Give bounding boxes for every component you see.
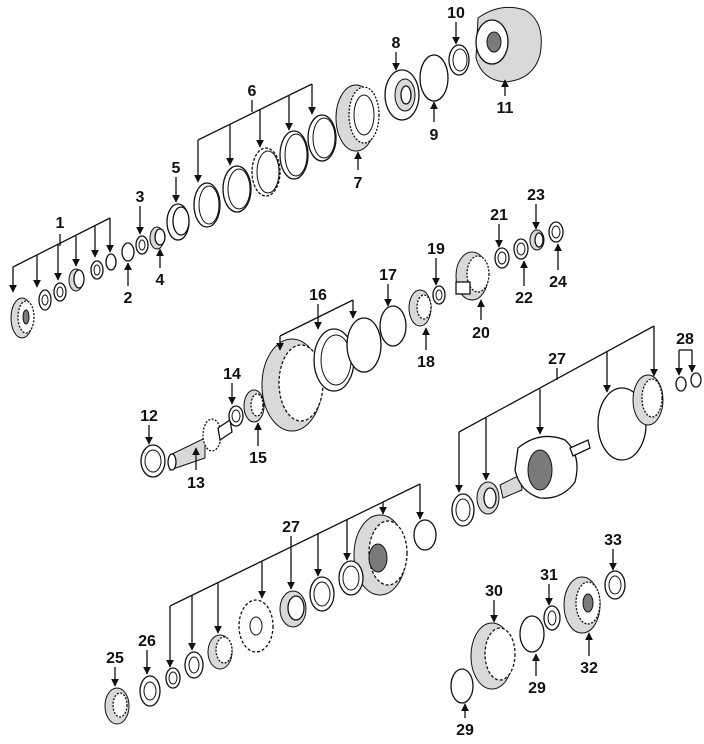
part-23-bearing (529, 229, 545, 251)
callout-26: 26 (138, 633, 156, 650)
callout-21: 21 (490, 207, 508, 224)
part-1-gear-set (10, 253, 117, 339)
part-11-housing (475, 6, 542, 83)
part-4-bearing (149, 226, 166, 250)
callout-19: 19 (427, 241, 445, 258)
callout-labels: 1 2 3 4 5 6 7 8 9 10 11 12 13 14 15 16 1… (56, 5, 694, 739)
callout-17: 17 (379, 267, 397, 284)
callout-4: 4 (156, 272, 165, 289)
part-31-washer (543, 605, 561, 631)
part-29-snap-ring-lower (450, 668, 474, 704)
part-26-washer (139, 675, 161, 707)
callout-27-lower: 27 (282, 519, 300, 536)
callout-3: 3 (136, 189, 145, 206)
part-7-clutch-drum (335, 84, 380, 152)
callout-9: 9 (430, 127, 439, 144)
callout-22: 22 (515, 290, 533, 307)
callout-29-upper: 29 (528, 680, 546, 697)
part-14-washer (228, 405, 244, 427)
part-15-bearing (243, 389, 265, 423)
part-10-ring (448, 44, 470, 76)
part-9-snap-ring (419, 54, 449, 102)
part-3-washer (135, 235, 149, 255)
part-16-ring-gear (261, 317, 382, 432)
callout-30: 30 (485, 583, 503, 600)
part-19-washer (432, 285, 446, 305)
callout-5: 5 (172, 160, 181, 177)
callout-31: 31 (540, 567, 558, 584)
callout-32: 32 (580, 660, 598, 677)
callout-27-upper: 27 (548, 351, 566, 368)
leader-lines (9, 22, 696, 718)
callout-11: 11 (497, 100, 514, 117)
part-33-ring (604, 570, 626, 600)
part-13-shaft (167, 418, 233, 471)
part-21-washer (494, 247, 510, 269)
part-24-nut (548, 221, 564, 243)
part-27-carrier-upper (451, 374, 664, 527)
callout-15: 15 (249, 450, 267, 467)
callout-7: 7 (354, 175, 363, 192)
part-18-bearing (408, 289, 432, 327)
callout-33: 33 (604, 532, 622, 549)
callout-12: 12 (140, 408, 158, 425)
part-20-gear (455, 251, 490, 301)
part-32-bearing (563, 576, 601, 634)
callout-13: 13 (187, 475, 205, 492)
part-17-snap-ring (379, 305, 407, 347)
callout-29-lower: 29 (456, 722, 474, 739)
part-27-gear-train-lower (165, 514, 437, 689)
callout-24: 24 (549, 274, 567, 291)
callout-8: 8 (392, 35, 401, 52)
part-8-bearing-plate (384, 69, 420, 121)
callout-18: 18 (417, 354, 435, 371)
callout-14: 14 (223, 366, 241, 383)
callout-16: 16 (309, 287, 327, 304)
part-6-clutch-rings (193, 114, 337, 228)
callout-2: 2 (124, 290, 133, 307)
part-30-gear (470, 622, 516, 690)
callout-1: 1 (56, 215, 65, 232)
part-28-clips (675, 372, 702, 392)
part-5-ring (166, 203, 190, 241)
callout-28: 28 (676, 331, 694, 348)
part-12-ring (140, 444, 166, 478)
parts-drawings (10, 6, 702, 725)
callout-10: 10 (447, 5, 465, 22)
part-22-ring (513, 238, 529, 260)
part-2-snap-ring (121, 242, 135, 262)
callout-23: 23 (527, 187, 545, 204)
part-25-bearing (104, 687, 130, 725)
callout-25: 25 (106, 650, 124, 667)
callout-6: 6 (248, 83, 257, 100)
callout-20: 20 (472, 325, 490, 342)
part-29-snap-ring-upper (519, 615, 545, 653)
